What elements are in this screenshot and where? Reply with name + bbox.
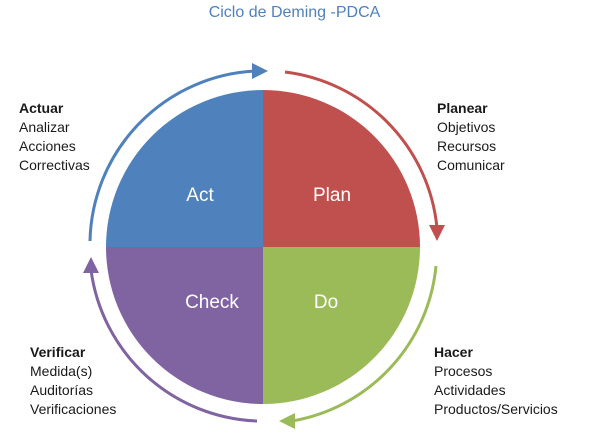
phase-hacer-heading: Hacer xyxy=(434,344,473,360)
phase-hacer-item: Procesos xyxy=(434,363,493,379)
diagram-title: Ciclo de Deming -PDCA xyxy=(208,4,381,21)
quadrant-do-label: Do xyxy=(314,292,338,313)
quadrant-check xyxy=(106,247,263,404)
phase-planear-item: Comunicar xyxy=(437,157,505,173)
arrow-act-to-plan xyxy=(88,69,256,242)
arrowhead-plan-to-do xyxy=(429,225,445,241)
phase-actuar-item: Analizar xyxy=(19,119,70,135)
phase-planear: Planear Objetivos Recursos Comunicar xyxy=(437,99,505,175)
quadrant-plan-label: Plan xyxy=(313,185,351,206)
arrow-check-to-act xyxy=(89,269,258,423)
quadrant-act-label: Act xyxy=(186,185,214,206)
phase-verificar-item: Verificaciones xyxy=(30,401,117,417)
phase-verificar-item: Auditorías xyxy=(30,382,94,398)
arrowhead-do-to-check xyxy=(279,413,295,429)
quadrant-do xyxy=(263,247,420,404)
arrow-plan-to-do xyxy=(284,70,439,229)
phase-verificar: Verificar Medida(s) Auditorías Verificac… xyxy=(30,343,116,419)
phase-verificar-item: Medida(s) xyxy=(30,363,93,379)
phase-hacer-item: Productos/Servicios xyxy=(434,401,558,417)
phase-actuar: Actuar Analizar Acciones Correctivas xyxy=(19,99,90,175)
phase-hacer: Hacer Procesos Actividades Productos/Ser… xyxy=(434,343,558,419)
phase-actuar-item: Correctivas xyxy=(19,157,90,173)
phase-verificar-heading: Verificar xyxy=(30,344,86,360)
phase-planear-item: Objetivos xyxy=(437,119,496,135)
arrowhead-check-to-act xyxy=(83,257,99,273)
phase-planear-heading: Planear xyxy=(437,100,488,116)
quadrant-plan xyxy=(263,90,420,247)
phase-hacer-item: Actividades xyxy=(434,382,506,398)
phase-planear-item: Recursos xyxy=(437,138,497,154)
phase-actuar-item: Acciones xyxy=(19,138,76,154)
arrow-do-to-check xyxy=(291,265,438,423)
quadrant-check-label: Check xyxy=(185,292,239,313)
quadrant-act xyxy=(106,90,263,247)
arrowhead-act-to-plan xyxy=(252,63,268,79)
phase-actuar-heading: Actuar xyxy=(19,100,64,116)
